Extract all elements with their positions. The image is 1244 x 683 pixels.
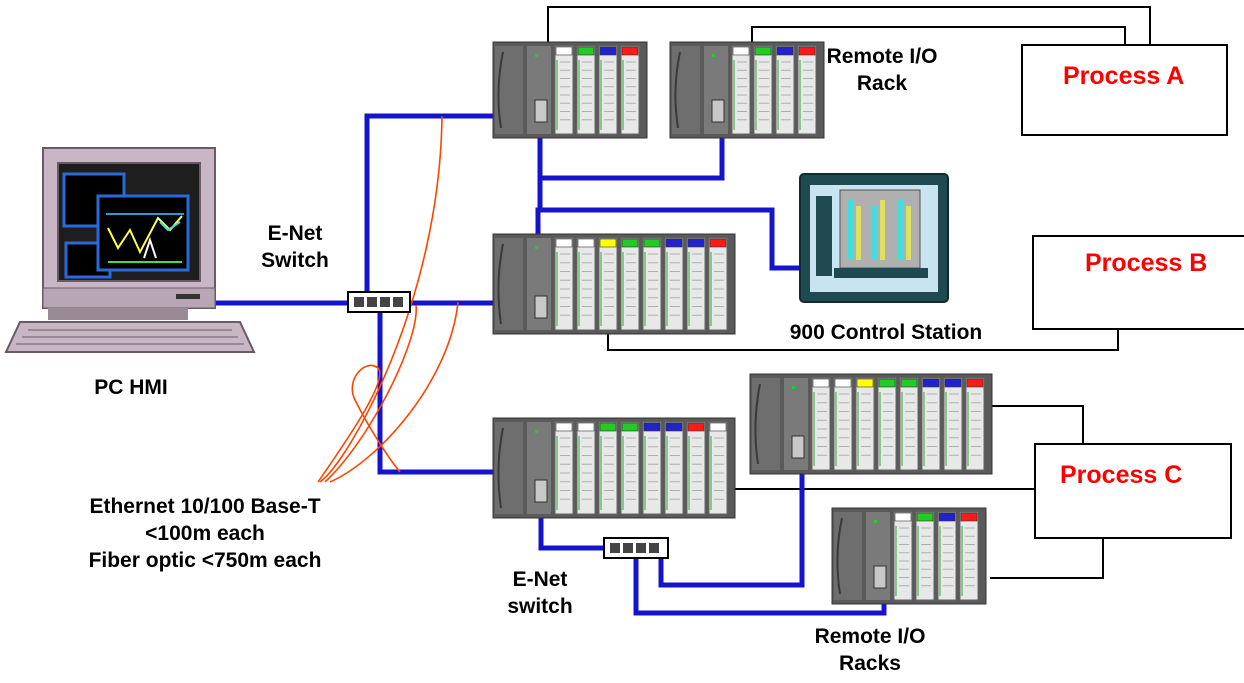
- process-a-label: Process A: [1063, 62, 1185, 90]
- field-wiring: [547, 6, 1151, 579]
- rack-group: [492, 41, 993, 605]
- process-c-label: Process C: [1060, 461, 1183, 489]
- enet-switch-top-label: E-Net Switch: [240, 220, 350, 274]
- enet-switch-top: [347, 291, 411, 313]
- enet-switch-bottom: [603, 537, 669, 559]
- enet-switch-top-line2: Switch: [261, 249, 329, 272]
- rack-top-left: [492, 41, 648, 139]
- process-c-box: [1034, 443, 1232, 539]
- enet-switch-bottom-line1: E-Net: [512, 568, 568, 591]
- remote-io-racks-line1: Remote I/O: [814, 625, 926, 648]
- process-a-box: [1021, 44, 1228, 136]
- fiber-cables: [317, 115, 459, 483]
- rack-middle: [492, 233, 736, 335]
- remote-io-racks-label: Remote I/O Racks: [800, 623, 940, 677]
- control-station-label: 900 Control Station: [789, 321, 983, 344]
- rack-top-right: [669, 41, 825, 139]
- ethernet-spec-label: Ethernet 10/100 Base-T <100m each Fiber …: [40, 493, 370, 574]
- remote-io-racks-line2: Racks: [839, 652, 901, 675]
- pc-hmi-computer: [4, 147, 256, 353]
- remote-io-rack-label: Remote I/O Rack: [812, 43, 952, 97]
- control-station-panel: [799, 173, 949, 303]
- enet-switch-bottom-line2: switch: [507, 595, 573, 618]
- ethernet-line1: Ethernet 10/100 Base-T: [89, 495, 321, 518]
- rack-bottom-right: [749, 373, 993, 475]
- process-b-label: Process B: [1085, 249, 1208, 277]
- rack-bottom-left: [492, 417, 736, 519]
- remote-io-rack-line1: Remote I/O: [826, 45, 938, 68]
- ethernet-line3: Fiber optic <750m each: [88, 549, 322, 572]
- enet-switch-bottom-label: E-Net switch: [490, 566, 590, 620]
- rack-bottom-small: [831, 507, 987, 605]
- pc-hmi-label: PC HMI: [94, 376, 168, 399]
- ethernet-line2: <100m each: [145, 522, 265, 545]
- enet-switch-top-line1: E-Net: [267, 222, 323, 245]
- process-b-box: [1032, 235, 1244, 330]
- remote-io-rack-line2: Rack: [856, 72, 908, 95]
